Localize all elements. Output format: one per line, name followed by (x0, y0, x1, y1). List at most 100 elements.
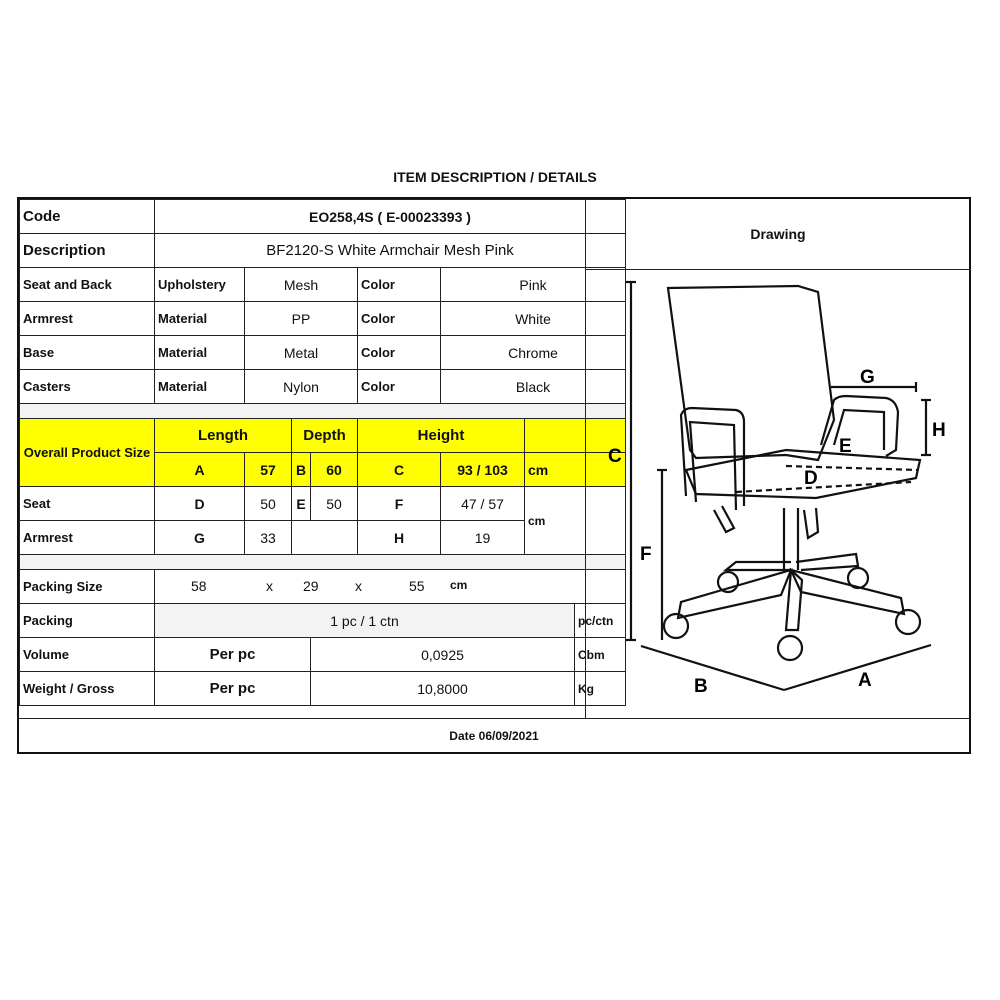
volume-row: Volume Per pc 0,0925 Cbm (19, 637, 626, 672)
component-row: Seat and Back Upholstery Mesh Color Pink (19, 267, 626, 302)
volume-value: 0,0925 (310, 637, 575, 672)
weight-unit: Kg (574, 671, 626, 706)
code-label: Code (19, 199, 155, 234)
dim-f-label: F (357, 486, 441, 521)
armrest-right-shape (819, 394, 900, 457)
chair-drawing: C F G H E D B A (608, 280, 946, 697)
spec-sheet: Code EO258,4S ( E-00023393 ) Description… (17, 197, 971, 754)
packing-label: Packing (19, 603, 155, 638)
weight-label: Weight / Gross (19, 671, 155, 706)
component-attr: Material (154, 301, 245, 336)
letter-b: B (694, 676, 708, 697)
page-title: ITEM DESCRIPTION / DETAILS (393, 169, 597, 185)
dim-c-label: C (357, 452, 441, 487)
component-color-label: Color (357, 335, 441, 370)
letter-f: F (640, 544, 652, 565)
packing-length: 58 (191, 578, 207, 594)
dims-unit: cm (524, 486, 626, 555)
component-row: Casters Material Nylon Color Black (19, 369, 626, 404)
dim-e-value: 50 (310, 486, 358, 521)
caster-wheel (846, 566, 870, 590)
component-attr: Material (154, 369, 245, 404)
armrest-label: Armrest (19, 520, 155, 555)
dim-d-label: D (154, 486, 245, 521)
dim-c-value: 93 / 103 (440, 452, 525, 487)
caster-wheel (776, 634, 804, 662)
letter-d: D (804, 468, 818, 489)
description-value: BF2120-S White Armchair Mesh Pink (154, 233, 626, 268)
armrest-left-shape (679, 406, 746, 506)
component-part: Casters (19, 369, 155, 404)
backrest-shape (666, 284, 836, 462)
packing-height: 55 (409, 578, 425, 594)
dim-g-value: 33 (244, 520, 292, 555)
spec-table: Code EO258,4S ( E-00023393 ) Description… (19, 199, 626, 706)
caster-wheel (662, 612, 690, 640)
packing-size-values: 58 x 29 x 55 cm (154, 569, 626, 604)
caster-wheel (894, 608, 922, 636)
component-value: PP (244, 301, 358, 336)
dim-h-label: H (357, 520, 441, 555)
seat-label: Seat (19, 486, 155, 521)
weight-per: Per pc (154, 671, 311, 706)
date-footer: Date 06/09/2021 (19, 718, 969, 753)
component-color: Pink (440, 267, 626, 302)
letter-c: C (608, 446, 622, 467)
letter-g: G (860, 367, 875, 388)
letter-e: E (839, 436, 852, 457)
packing-size-unit: cm (450, 578, 468, 592)
spacer-row (19, 403, 626, 419)
component-row: Armrest Material PP Color White (19, 301, 626, 336)
component-value: Nylon (244, 369, 358, 404)
component-row: Base Material Metal Color Chrome (19, 335, 626, 370)
dim-b-label: B (291, 452, 311, 487)
caster-wheel (716, 570, 740, 594)
dim-h-value: 19 (440, 520, 525, 555)
component-part: Base (19, 335, 155, 370)
component-attr: Material (154, 335, 245, 370)
letter-a: A (858, 670, 872, 691)
component-value: Metal (244, 335, 358, 370)
spacer-row (19, 554, 626, 570)
dimension-a-line (783, 643, 932, 692)
empty-cell (291, 520, 358, 555)
packing-size-label: Packing Size (19, 569, 155, 604)
packing-row: Packing 1 pc / 1 ctn pc/ctn (19, 603, 626, 638)
dim-b-value: 60 (310, 452, 358, 487)
unit-header (524, 418, 626, 453)
dim-d-value: 50 (244, 486, 292, 521)
packing-x-sep: x (355, 578, 362, 594)
component-color: Black (440, 369, 626, 404)
armrest-dims-row: Armrest G 33 H 19 (19, 520, 626, 555)
component-color-label: Color (357, 267, 441, 302)
volume-per: Per pc (154, 637, 311, 672)
dim-a-value: 57 (244, 452, 292, 487)
letter-h: H (932, 420, 946, 441)
component-color: White (440, 301, 626, 336)
packing-size-row: Packing Size 58 x 29 x 55 cm (19, 569, 626, 604)
weight-value: 10,8000 (310, 671, 575, 706)
description-row: Description BF2120-S White Armchair Mesh… (19, 233, 626, 268)
length-header: Length (154, 418, 292, 453)
volume-label: Volume (19, 637, 155, 672)
component-color-label: Color (357, 301, 441, 336)
dim-g-label: G (154, 520, 245, 555)
drawing-panel: Drawing (585, 199, 970, 718)
code-row: Code EO258,4S ( E-00023393 ) (19, 199, 626, 234)
drawing-header: Drawing (586, 199, 970, 270)
packing-x-sep: x (266, 578, 273, 594)
overall-size-label: Overall Product Size (19, 418, 155, 487)
component-part: Seat and Back (19, 267, 155, 302)
component-value: Mesh (244, 267, 358, 302)
dim-f-value: 47 / 57 (440, 486, 525, 521)
packing-width: 29 (303, 578, 319, 594)
dim-e-label: E (291, 486, 311, 521)
overall-unit: cm (524, 452, 626, 487)
dimension-b-line (640, 644, 785, 692)
volume-unit: Cbm (574, 637, 626, 672)
seat-row: Seat D 50 E 50 F 47 / 57 cm (19, 486, 626, 555)
packing-unit: pc/ctn (574, 603, 626, 638)
weight-row: Weight / Gross Per pc 10,8000 Kg (19, 671, 626, 706)
component-part: Armrest (19, 301, 155, 336)
depth-header: Depth (291, 418, 358, 453)
